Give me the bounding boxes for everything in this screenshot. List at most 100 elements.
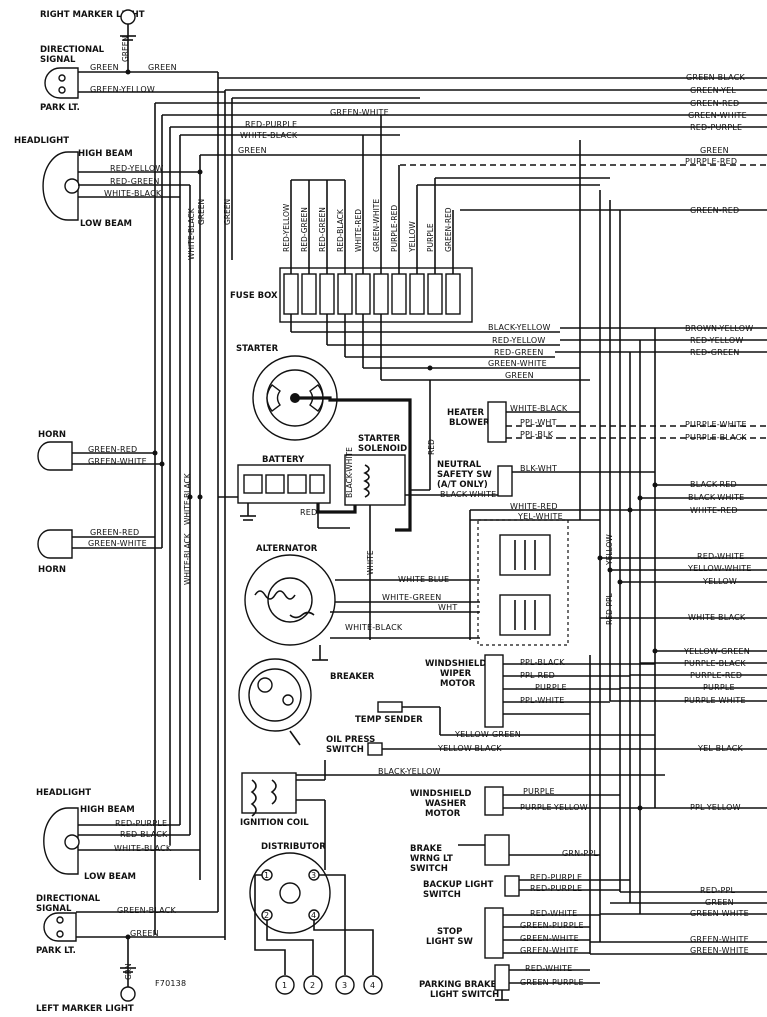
component-label: RIGHT MARKER LIGHT bbox=[40, 10, 145, 20]
wire-label: GREEN-WHITE bbox=[520, 934, 579, 943]
component-label: HIGH BEAM bbox=[80, 805, 135, 815]
wire-label: GREEN-WHITE bbox=[690, 909, 749, 918]
component-label: PARK LT. bbox=[36, 946, 76, 956]
wire-label: GRN-PPL bbox=[562, 849, 598, 858]
wire-label: WHITE-BLACK bbox=[104, 189, 162, 198]
wire-label: PURPLE-RED bbox=[690, 671, 742, 680]
wire-label: RED-PURPLE bbox=[530, 884, 582, 893]
wire-label: YELLOW bbox=[605, 534, 614, 566]
component-label: STARTER bbox=[236, 344, 279, 354]
neutral-safety-switch: NEUTRAL SAFETY SW (A/T ONLY) BLK-WHT BLA… bbox=[405, 460, 655, 499]
wire-label: PPL-WHT bbox=[520, 418, 557, 427]
component-label: WIPER bbox=[440, 669, 472, 679]
wire-label: PURPLE bbox=[703, 683, 735, 692]
wire-label: GREEN-RED bbox=[444, 207, 453, 252]
terminal-label: 4 bbox=[370, 981, 375, 990]
wire-label: BLACK-YELLOW bbox=[488, 323, 551, 332]
wire-label: PPL-BLACK bbox=[520, 658, 565, 667]
wire-label: GREEN bbox=[90, 63, 119, 72]
component-label: TEMP SENDER bbox=[355, 715, 423, 725]
wire-label: PPL-WHITE bbox=[520, 696, 565, 705]
wire-label: GREEN bbox=[238, 146, 267, 155]
directional-signal-top: DIRECTIONAL SIGNAL PARK LT. GREEN GREEN … bbox=[40, 45, 225, 113]
figure-id: F70138 bbox=[155, 979, 186, 988]
headlight-top: HEADLIGHT HIGH BEAM LOW BEAM RED-YELLOW … bbox=[14, 136, 200, 229]
wire-label: GREEN-WHITE bbox=[88, 539, 147, 548]
component-label: WINDSHIELD bbox=[425, 659, 486, 669]
component-label: PARKING BRAKE bbox=[419, 980, 497, 990]
wire-label: PURPLE-YELLOW bbox=[520, 803, 588, 812]
wire-label: BLACK-YELLOW bbox=[378, 767, 441, 776]
wire-label: WHITE-BLACK bbox=[187, 207, 196, 260]
wire-label: PURPLE bbox=[426, 223, 435, 252]
component-label: SWITCH bbox=[326, 745, 364, 755]
wire-label: GREEN-YELLOW bbox=[90, 85, 155, 94]
component-label: DIRECTIONAL bbox=[36, 894, 101, 904]
component-label: SAFETY SW bbox=[437, 470, 492, 480]
alternator: ALTERNATOR WHITE WHITE-BLUE WHITE-GREEN … bbox=[244, 544, 480, 661]
parking-brake-switch: PARKING BRAKE LIGHT SWITCH RED-WHITE GRE… bbox=[419, 964, 600, 1001]
wire-label: GRN bbox=[124, 963, 133, 980]
wire-label: RED-PPL bbox=[605, 593, 614, 625]
wire-label: RED-GREEN bbox=[690, 348, 740, 357]
wire-label: WHT bbox=[438, 603, 457, 612]
wire-label: GREEN-RED bbox=[690, 99, 739, 108]
component-label: WINDSHIELD bbox=[410, 789, 471, 799]
component-label: WASHER bbox=[425, 799, 467, 809]
component-label: STOP bbox=[437, 927, 462, 937]
wire-label: RED-YELLOW bbox=[110, 164, 164, 173]
component-label: BATTERY bbox=[262, 455, 305, 465]
component-label: MOTOR bbox=[440, 679, 476, 689]
component-label: NEUTRAL bbox=[437, 460, 482, 470]
component-label: (A/T ONLY) bbox=[437, 480, 488, 490]
wire-label: GREEN-BLACK bbox=[117, 906, 176, 915]
wire-label: YELLOW bbox=[408, 221, 417, 253]
heater-blower: HEATER BLOWER WHITE-BLACK PPL-WHT PPL-BL… bbox=[447, 401, 580, 443]
wire-label: RED-GREEN bbox=[300, 207, 309, 252]
right-harness-labels: GREEN-BLACK GREEN-YEL GREEN-RED GREEN-WH… bbox=[683, 73, 753, 955]
wire-label: RED bbox=[427, 439, 436, 455]
wire-label: GREEN bbox=[121, 36, 130, 62]
wire-label: PURPLE-BLACK bbox=[684, 659, 746, 668]
terminal-label: 3 bbox=[342, 981, 347, 990]
component-label: OIL PRESS bbox=[326, 735, 375, 745]
wire-label: GREEN-WHITE bbox=[488, 359, 547, 368]
wire-label: WHITE-RED bbox=[354, 209, 363, 252]
wire-label: WHITE-BLUE bbox=[398, 575, 449, 584]
wire-label: WHITE-BLACK bbox=[183, 472, 192, 525]
brake-warning-switch: BRAKE WRNG LT SWITCH GRN-PPL bbox=[410, 834, 600, 874]
windshield-washer-motor: WINDSHIELD WASHER MOTOR PURPLE PURPLE-YE… bbox=[410, 786, 640, 819]
component-label: HIGH BEAM bbox=[78, 149, 133, 159]
wire-label: YEL-BLACK bbox=[697, 744, 744, 753]
wire-label: RED-PURPLE bbox=[690, 123, 742, 132]
wire-label: PURPLE-WHITE bbox=[685, 420, 747, 429]
wire-label: YELLOW-GREEN bbox=[683, 647, 750, 656]
wire-label: WHITE-BLACK bbox=[688, 613, 746, 622]
distributor: DISTRIBUTOR 1 3 2 4 1 2 3 4 F70138 bbox=[155, 842, 383, 995]
wire-label: PURPLE bbox=[523, 787, 555, 796]
backup-light-switch: BACKUP LIGHT SWITCH RED-PURPLE RED-PURPL… bbox=[423, 873, 630, 900]
component-label: LIGHT SW bbox=[426, 937, 474, 947]
temp-sender: TEMP SENDER YELLOW-GREEN bbox=[355, 701, 655, 739]
top-feed-labels: GREEN-WHITE RED-PURPLE WHITE-BLACK GREEN bbox=[238, 108, 389, 155]
right-vertical-trunks bbox=[579, 140, 658, 954]
wire-label: WHITE-BLACK bbox=[114, 844, 172, 853]
terminal-label: 2 bbox=[310, 981, 315, 990]
wire-label: GREEN-YEL bbox=[690, 86, 736, 95]
wire-label: RED-PURPLE bbox=[115, 819, 167, 828]
wire-label: GREEN-RED bbox=[88, 445, 137, 454]
wire-label: GREEN-RED bbox=[90, 528, 139, 537]
wire-label: BLACK-RED bbox=[690, 480, 737, 489]
fuse-output-labels: BLACK-YELLOW RED-YELLOW RED-GREEN GREEN-… bbox=[488, 323, 551, 380]
wire-label: GREEN bbox=[197, 199, 206, 225]
wire-label: GREEN bbox=[700, 146, 729, 155]
windshield-wiper-motor: WINDSHIELD WIPER MOTOR PPL-BLACK PPL-RED… bbox=[425, 654, 655, 728]
wire-label: GREEN bbox=[505, 371, 534, 380]
wire-label: YELLOW bbox=[702, 577, 737, 586]
component-label: SIGNAL bbox=[36, 904, 72, 914]
left-vertical-harness: WHITE-BLACK GREEN GREEN WHITE-BLACK WHIT… bbox=[154, 78, 420, 940]
wire-label: GREEN bbox=[705, 898, 734, 907]
wire-label: WHITE-BLACK bbox=[240, 131, 298, 140]
wire-label: WHITE-RED bbox=[690, 506, 738, 515]
